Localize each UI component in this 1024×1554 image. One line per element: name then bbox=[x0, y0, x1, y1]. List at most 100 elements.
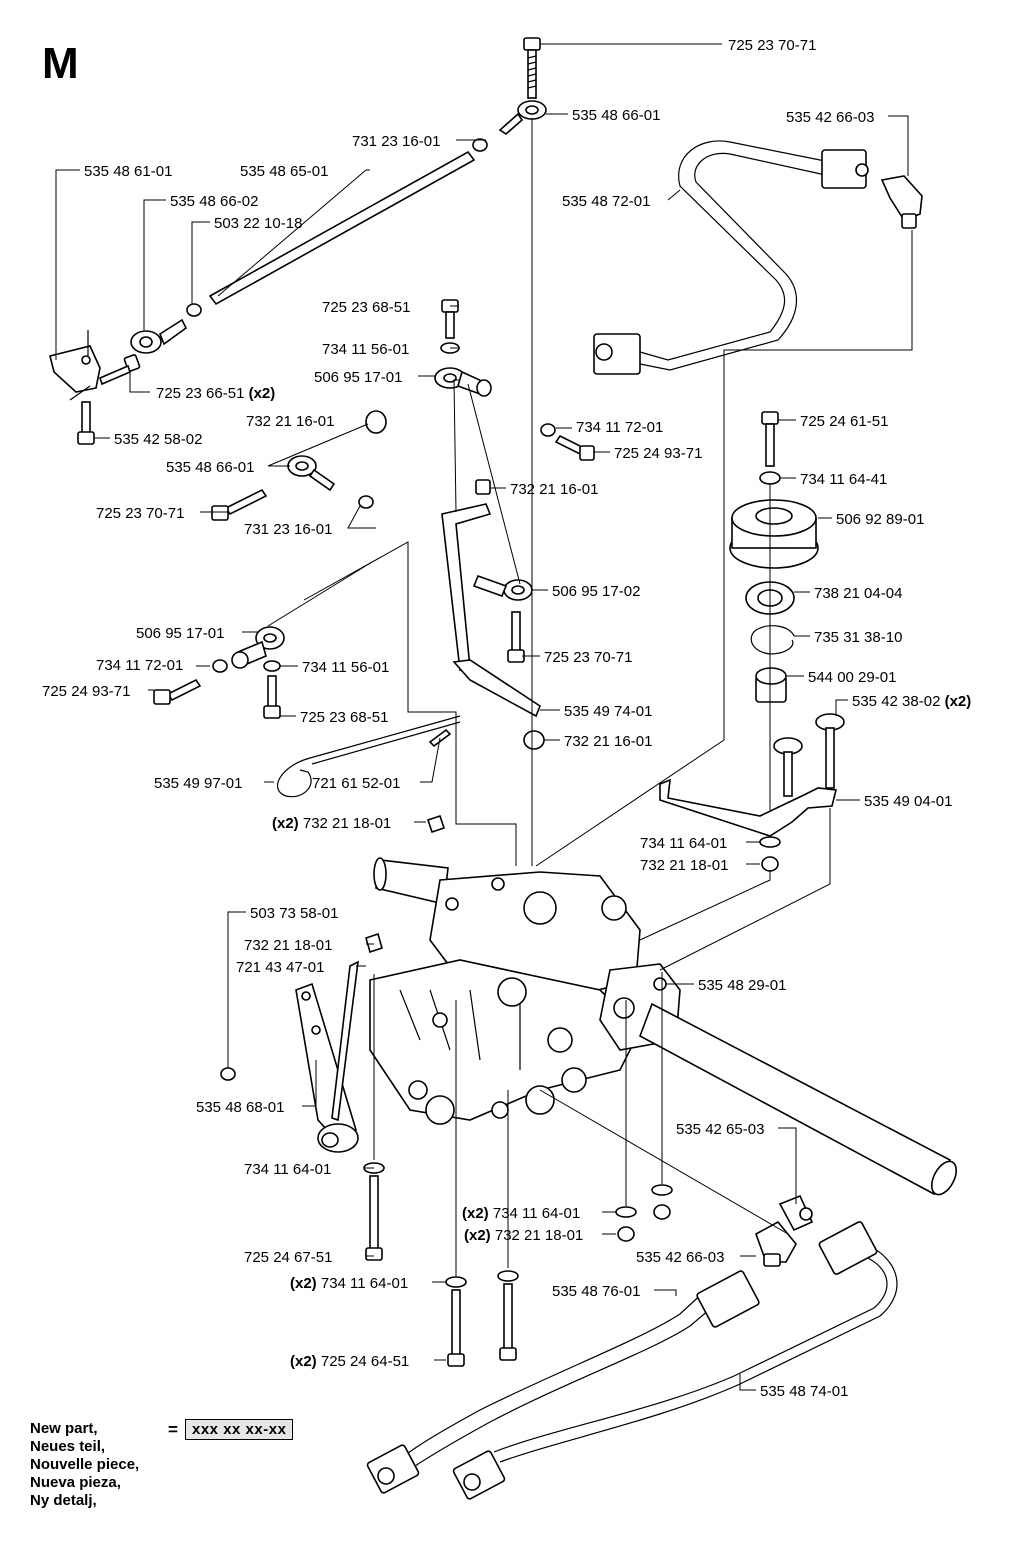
label-bushing[interactable]: 544 00 29-01 bbox=[808, 669, 896, 686]
label-pin-lever[interactable]: 721 43 47-01 bbox=[236, 959, 324, 976]
label-nut-mid-b[interactable]: 731 23 16-01 bbox=[244, 521, 332, 538]
label-bracket-right[interactable]: 535 49 04-01 bbox=[864, 793, 952, 810]
bolt-left-part bbox=[99, 354, 141, 386]
nut-bottom-c-part bbox=[653, 1204, 671, 1220]
label-fitting-bottom-b[interactable]: 535 42 66-03 bbox=[636, 1249, 724, 1266]
label-circlip[interactable]: 735 31 38-10 bbox=[814, 629, 902, 646]
bolt-lever-part bbox=[365, 1175, 383, 1261]
label-bracket-left[interactable]: 535 48 61-01 bbox=[84, 163, 172, 180]
label-nut-mid[interactable]: 732 21 16-01 bbox=[246, 413, 334, 430]
pipe-fitting-top-part bbox=[880, 175, 923, 229]
label-bearing[interactable]: 738 21 04-04 bbox=[814, 585, 902, 602]
rod-end-mid-part bbox=[287, 455, 336, 492]
label-nut-bottom[interactable]: (x2) 732 21 18-01 bbox=[464, 1227, 583, 1244]
label-washer-bracket-r[interactable]: 734 11 64-01 bbox=[640, 835, 727, 852]
label-pipe-fitting-top[interactable]: 535 42 66-03 bbox=[786, 109, 874, 126]
label-washer-lever[interactable]: 734 11 64-01 bbox=[244, 1161, 331, 1178]
label-washer-bottom-b[interactable]: (x2) 734 11 64-01 bbox=[290, 1275, 408, 1292]
label-nut-bracket-r[interactable]: 732 21 18-01 bbox=[640, 857, 728, 874]
label-rod[interactable]: 535 48 65-01 bbox=[240, 163, 328, 180]
washer-bracket-r-part bbox=[759, 836, 781, 848]
nut-trans-part bbox=[426, 814, 446, 834]
pipe-bottom-part bbox=[366, 1270, 760, 1494]
part-labels: 725 23 70-71 535 48 66-01 731 23 16-01 5… bbox=[42, 37, 971, 1400]
label-bolt-top[interactable]: 725 23 70-71 bbox=[728, 37, 816, 54]
label-bolt-bottom[interactable]: (x2) 725 24 64-51 bbox=[290, 1353, 409, 1370]
nut-mid-b-part bbox=[358, 495, 374, 509]
legend-line-es: Nueva pieza, bbox=[30, 1474, 121, 1491]
nut-small-part bbox=[220, 1067, 236, 1081]
label-pipe-bottom[interactable]: 535 48 76-01 bbox=[552, 1283, 640, 1300]
label-lever[interactable]: 535 48 68-01 bbox=[196, 1099, 284, 1116]
washer-left-b-part bbox=[263, 660, 281, 672]
rod-end-top-part bbox=[498, 100, 547, 136]
label-bolt-left-b[interactable]: 725 24 93-71 bbox=[42, 683, 130, 700]
bolt-arm-part bbox=[507, 611, 525, 663]
label-ball-joint-mid[interactable]: 506 95 17-01 bbox=[314, 369, 402, 386]
label-spacer-left[interactable]: 503 22 10-18 bbox=[214, 215, 302, 232]
legend-line-sv: Ny detalj, bbox=[30, 1492, 97, 1509]
label-bolt-left[interactable]: 725 23 66-51 (x2) bbox=[156, 385, 275, 402]
label-nut-lever[interactable]: 732 21 18-01 bbox=[244, 937, 332, 954]
label-washer-pulley[interactable]: 734 11 64-41 bbox=[800, 471, 887, 488]
label-washer-mid-b[interactable]: 734 11 72-01 bbox=[576, 419, 663, 436]
label-rod-end-mid[interactable]: 535 48 66-01 bbox=[166, 459, 254, 476]
label-fitting-bottom[interactable]: 535 42 65-03 bbox=[676, 1121, 764, 1138]
label-nut-trans[interactable]: (x2) 732 21 18-01 bbox=[272, 815, 391, 832]
label-bolt-mid-b[interactable]: 725 24 93-71 bbox=[614, 445, 702, 462]
label-bolt-bracket[interactable]: 535 42 58-02 bbox=[114, 431, 202, 448]
label-bolt-mid-c[interactable]: 725 23 70-71 bbox=[96, 505, 184, 522]
label-bolt-arm[interactable]: 725 23 70-71 bbox=[544, 649, 632, 666]
label-ball-joint-arm[interactable]: 506 95 17-02 bbox=[552, 583, 640, 600]
legend-new-part-box: xxx xx xx-xx bbox=[185, 1419, 294, 1440]
washer-bottom-c-part bbox=[651, 1184, 673, 1196]
label-rod-end-top[interactable]: 535 48 66-01 bbox=[572, 107, 660, 124]
label-pulley[interactable]: 506 92 89-01 bbox=[836, 511, 924, 528]
pipe-top-part bbox=[593, 140, 869, 375]
nut-mid-part bbox=[365, 410, 387, 434]
spacer-left-part bbox=[186, 303, 202, 317]
bolt-left-c-part bbox=[263, 675, 281, 719]
legend: New part, Neues teil, Nouvelle piece, Nu… bbox=[30, 1420, 139, 1510]
bolt-bracket-part bbox=[77, 401, 95, 445]
label-washer-left[interactable]: 734 11 72-01 bbox=[96, 657, 183, 674]
axle-part bbox=[639, 1002, 958, 1196]
label-bolt-pulley[interactable]: 725 24 61-51 bbox=[800, 413, 888, 430]
bolt-bracket-r-part bbox=[773, 713, 845, 797]
nut-arm-b-part bbox=[523, 730, 545, 750]
legend-line-fr: Nouvelle piece, bbox=[30, 1456, 140, 1473]
label-bolt-left-c[interactable]: 725 23 68-51 bbox=[300, 709, 388, 726]
label-pipe-bottom-b[interactable]: 535 48 74-01 bbox=[760, 1383, 848, 1400]
transmission-part bbox=[369, 857, 681, 1125]
pin-lever-part bbox=[331, 960, 359, 1122]
nut-lever-part bbox=[365, 932, 383, 954]
label-pipe-top[interactable]: 535 48 72-01 bbox=[562, 193, 650, 210]
label-bolt-lever[interactable]: 725 24 67-51 bbox=[244, 1249, 332, 1266]
label-bolt-mid[interactable]: 725 23 68-51 bbox=[322, 299, 410, 316]
label-spring[interactable]: 535 49 97-01 bbox=[154, 775, 242, 792]
label-pin[interactable]: 721 61 52-01 bbox=[312, 775, 400, 792]
label-nut-arm[interactable]: 732 21 16-01 bbox=[510, 481, 598, 498]
washer-pulley-part bbox=[759, 471, 781, 485]
ball-joint-arm-part bbox=[472, 574, 533, 601]
bolt-bottom-part bbox=[447, 1270, 519, 1367]
washer-bottom-b-part bbox=[445, 1276, 467, 1288]
label-rod-end-left[interactable]: 535 48 66-02 bbox=[170, 193, 258, 210]
rod-part bbox=[208, 150, 476, 306]
label-arm[interactable]: 535 49 74-01 bbox=[564, 703, 652, 720]
label-ball-joint-left[interactable]: 506 95 17-01 bbox=[136, 625, 224, 642]
washer-mid-b-part bbox=[540, 423, 556, 437]
bolt-left-b-part bbox=[153, 678, 202, 705]
label-washer-mid[interactable]: 734 11 56-01 bbox=[322, 341, 409, 358]
nut-top-part bbox=[472, 138, 488, 152]
fitting-bottom-b-part bbox=[755, 1220, 797, 1267]
label-nut-arm-b[interactable]: 732 21 16-01 bbox=[564, 733, 652, 750]
label-nut-top[interactable]: 731 23 16-01 bbox=[352, 133, 440, 150]
label-washer-bottom[interactable]: (x2) 734 11 64-01 bbox=[462, 1205, 580, 1222]
label-bolt-bracket-r[interactable]: 535 42 38-02 (x2) bbox=[852, 693, 971, 710]
label-axle[interactable]: 535 48 29-01 bbox=[698, 977, 786, 994]
label-nut-small[interactable]: 503 73 58-01 bbox=[250, 905, 338, 922]
label-washer-left-b[interactable]: 734 11 56-01 bbox=[302, 659, 389, 676]
nut-bottom-part bbox=[617, 1226, 635, 1242]
